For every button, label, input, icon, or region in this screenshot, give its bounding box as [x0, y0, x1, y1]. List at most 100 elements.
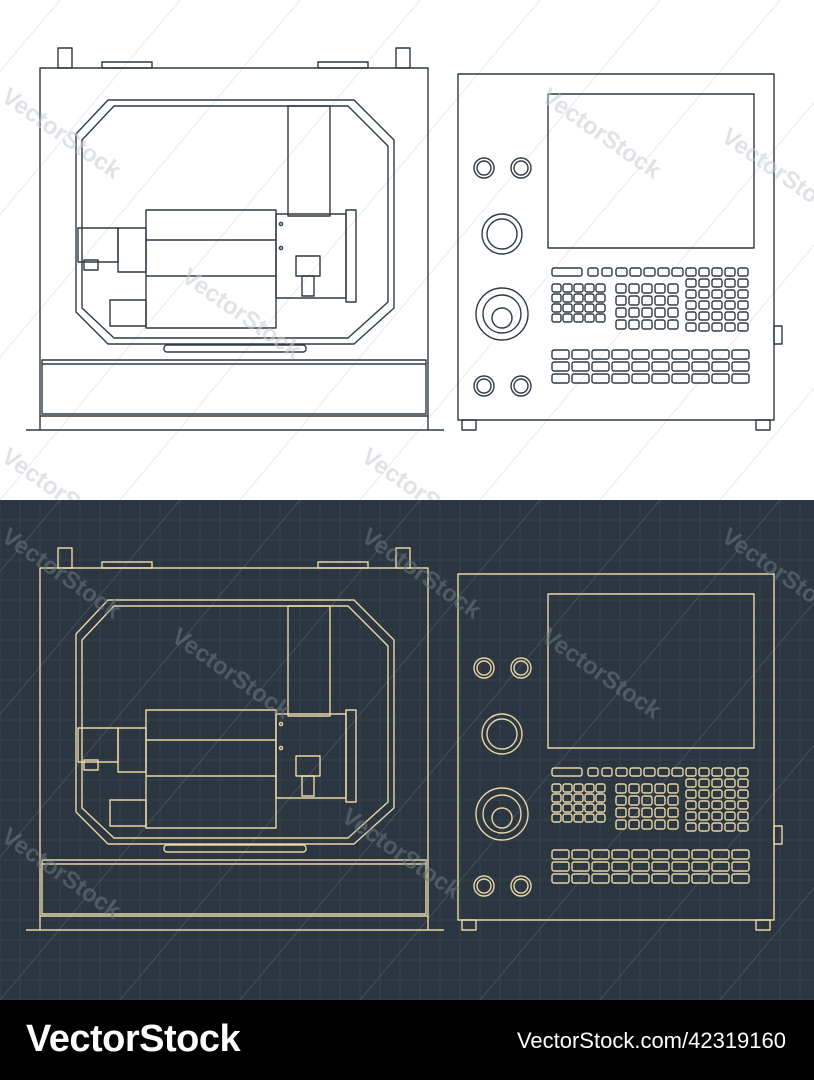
keypad-key [641, 295, 653, 306]
keypad-key [591, 349, 610, 360]
watermark-line [359, 500, 781, 1000]
keypad-key [631, 349, 650, 360]
watermark-line [0, 500, 301, 858]
keypad-key [671, 373, 690, 384]
keypad-key [711, 778, 723, 788]
keypad-key [667, 319, 679, 330]
keypad-key [571, 873, 590, 884]
round-button [473, 657, 495, 679]
top-post-right [395, 47, 411, 69]
keypad-key [731, 349, 750, 360]
keypad-key [711, 861, 730, 872]
watermark-text: VectorStock [717, 123, 814, 225]
tool-bit [301, 275, 315, 297]
watermark-text: VectorStock [537, 83, 667, 185]
keypad-key [685, 811, 697, 821]
keypad-key [587, 267, 599, 277]
keypad-key [711, 789, 723, 799]
keypad-key [601, 267, 613, 277]
keypad-key [562, 283, 573, 293]
handwheel-inner [482, 794, 522, 834]
keypad-key [611, 349, 630, 360]
watermark-line [239, 500, 661, 1000]
watermark-line [599, 244, 814, 500]
cabinet-foot [461, 419, 477, 431]
keypad-key [628, 819, 640, 830]
keypad-key [571, 349, 590, 360]
keypad-key [671, 873, 690, 884]
keypad-key [711, 849, 730, 860]
keypad-key [562, 813, 573, 823]
round-button [473, 375, 495, 397]
keypad-key [641, 307, 653, 318]
keypad-key [584, 313, 595, 323]
keypad-key [698, 300, 710, 310]
keypad-key [724, 800, 736, 810]
cabinet-foot [755, 919, 771, 931]
top-post-left [57, 47, 73, 69]
keypad-key [667, 783, 679, 794]
door-handle [163, 344, 307, 353]
selector-knob-inner [486, 218, 518, 250]
footer-bar: VectorStock VectorStock.com/42319160 [0, 1000, 814, 1080]
round-button-inner [513, 660, 529, 676]
keypad-key [724, 322, 736, 332]
window-frame [75, 599, 395, 845]
keypad-key [724, 767, 736, 777]
selector-knob [481, 213, 523, 255]
watermark-line [0, 0, 181, 216]
keypad-key [698, 822, 710, 832]
keypad-key [724, 822, 736, 832]
keypad-key [731, 373, 750, 384]
control-cabinet [457, 573, 775, 921]
round-button [473, 875, 495, 897]
keypad-key [562, 303, 573, 313]
keypad-key [631, 861, 650, 872]
keypad-key [611, 873, 630, 884]
keypad-key [737, 322, 749, 332]
keypad-key [551, 813, 562, 823]
watermark-line [599, 744, 814, 1000]
vise-body [117, 227, 147, 273]
keypad-key [711, 300, 723, 310]
keypad-key [654, 283, 666, 294]
side-connector [773, 325, 783, 345]
watermark-line [359, 0, 781, 500]
keypad-key [737, 278, 749, 288]
vise-body [117, 727, 147, 773]
watermark-text: VectorStock [0, 443, 126, 500]
work-table [145, 709, 277, 829]
keypad-key [654, 783, 666, 794]
tool-bit [301, 775, 315, 797]
keypad-key [631, 873, 650, 884]
keypad-key [628, 307, 640, 318]
keypad-key [685, 822, 697, 832]
keypad-key [611, 361, 630, 372]
handwheel-hub [491, 307, 513, 329]
round-button [510, 875, 532, 897]
keypad-key [657, 767, 670, 777]
watermark-line [0, 0, 421, 500]
watermark-text: VectorStock [337, 803, 467, 905]
spindle-rail [345, 709, 357, 803]
keypad-key [698, 311, 710, 321]
round-button-inner [476, 660, 492, 676]
keypad-key [631, 361, 650, 372]
keypad-key [671, 361, 690, 372]
keypad-key [615, 295, 627, 306]
keypad-key [641, 819, 653, 830]
keypad-key [628, 795, 640, 806]
keypad-key [671, 349, 690, 360]
vise-screw [83, 259, 99, 271]
keypad-key [562, 803, 573, 813]
keypad-key [671, 849, 690, 860]
keypad-key [737, 267, 749, 277]
keypad-key [711, 800, 723, 810]
chip-tray [109, 799, 147, 827]
keypad-key [601, 767, 613, 777]
keypad-key [551, 303, 562, 313]
watermark-text: VectorStock [0, 523, 126, 625]
keypad-key [685, 789, 697, 799]
